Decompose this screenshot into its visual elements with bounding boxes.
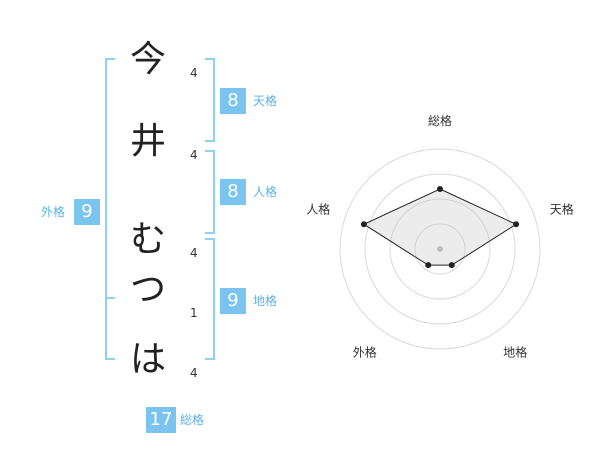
stroke-count-2: 4: [190, 148, 198, 162]
tenkaku-bracket: [205, 58, 215, 142]
radar-axis-label-3: 地格: [503, 345, 527, 360]
radar-ring-1: [414, 223, 466, 275]
name-char-5: は: [129, 339, 166, 380]
gaikaku-bracket-mid-tick: [105, 297, 115, 299]
stroke-count-1: 4: [190, 66, 198, 80]
name-char-2: 井: [129, 121, 166, 162]
name-char-4: つ: [129, 269, 166, 310]
radar-data-polygon: [362, 188, 518, 266]
stroke-count-5: 4: [190, 366, 198, 380]
radar-ring-3: [364, 173, 516, 325]
jinkaku-label: 人格: [253, 185, 278, 199]
radar-center-dot: [437, 246, 443, 252]
soukaku-value: 17: [146, 407, 176, 433]
chikaku-label: 地格: [253, 294, 278, 308]
chikaku-bracket: [205, 238, 215, 360]
radar-point-1: [437, 186, 443, 192]
soukaku-label: 総格: [180, 413, 205, 427]
chikaku-value: 9: [220, 288, 246, 314]
stroke-count-3: 4: [190, 246, 198, 260]
radar-axis-label-5: 人格: [306, 201, 330, 216]
gaikaku-label: 外格: [41, 205, 66, 219]
gaikaku-bracket: [105, 58, 115, 360]
jinkaku-value: 8: [220, 179, 246, 205]
radar-axis-label-2: 天格: [550, 201, 574, 216]
radar-point-2: [513, 221, 520, 228]
radar-axis-label-4: 外格: [353, 345, 377, 360]
radar-point-3: [448, 262, 455, 269]
radar-point-5: [360, 221, 367, 228]
radar-point-4: [425, 262, 432, 269]
gaikaku-value: 9: [74, 199, 100, 225]
stroke-count-4: 1: [190, 306, 198, 320]
jinkaku-bracket: [205, 150, 215, 234]
radar-ring-2: [389, 198, 491, 300]
name-char-1: 今: [129, 39, 166, 80]
tenkaku-value: 8: [220, 88, 246, 114]
radar-axis-label-1: 総格: [428, 113, 452, 128]
tenkaku-label: 天格: [253, 94, 278, 108]
name-char-3: む: [129, 219, 166, 260]
